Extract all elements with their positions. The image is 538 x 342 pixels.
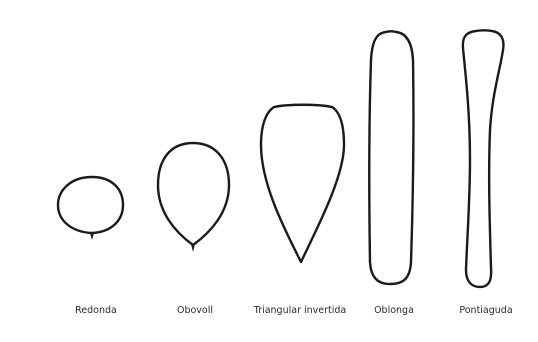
label-oblonga: Oblonga [374,305,414,316]
shape-redonda [58,177,123,240]
label-redonda: Redonda [75,305,117,316]
label-obovoll: Obovoll [177,305,213,316]
shape-pontiaguda [463,30,504,287]
shape-oblonga [369,31,413,284]
label-pontiaguda: Pontiaguda [459,305,512,316]
shape-obovoll [158,143,229,252]
label-triangular-invertida: Triangular invertida [254,305,346,316]
shape-triangular-invertida [261,105,344,262]
